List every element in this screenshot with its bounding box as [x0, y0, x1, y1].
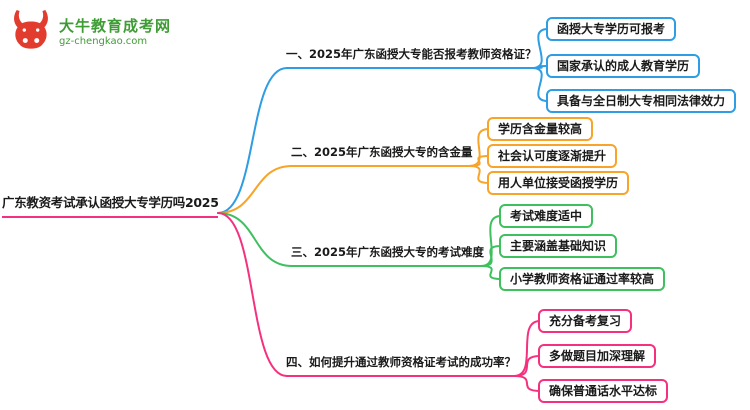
branch-3-subtopic-2: 主要涵盖基础知识: [499, 234, 618, 258]
logo-bull-icon: [10, 8, 52, 58]
branch-2-subtopic-2: 社会认可度逐渐提升: [487, 144, 618, 168]
branch-1-subtopic-3: 具备与全日制大专相同法律效力: [546, 89, 737, 113]
logo-title: 大牛教育成考网: [59, 17, 172, 36]
root-topic: 广东教资考试承认函授大专学历吗2025: [2, 192, 219, 218]
branch-4-subtopic-2: 多做题目加深理解: [538, 344, 657, 368]
branch-4-topic: 四、如何提升通过教师资格证考试的成功率？: [286, 354, 516, 377]
branch-3-topic: 三、2025年广东函授大专的考试难度: [291, 244, 484, 267]
logo: 大牛教育成考网 gz-chengkao.com: [10, 8, 171, 58]
branch-2-topic: 二、2025年广东函授大专的含金量: [291, 144, 473, 167]
branch-3-subtopic-3: 小学教师资格证通过率较高: [499, 267, 666, 291]
branch-3-subtopic-1: 考试难度适中: [499, 204, 594, 228]
branch-2-subtopic-3: 用人单位接受函授学历: [487, 171, 630, 195]
branch-1-topic: 一、2025年广东函授大专能否报考教师资格证？: [286, 46, 537, 69]
branch-4-subtopic-3: 确保普通话水平达标: [538, 379, 669, 403]
logo-url: gz-chengkao.com: [59, 36, 148, 48]
branch-4-subtopic-1: 充分备考复习: [538, 309, 633, 333]
branch-1-subtopic-1: 函授大专学历可报考: [546, 17, 677, 41]
branch-2-subtopic-1: 学历含金量较高: [487, 117, 594, 141]
branch-1-subtopic-2: 国家承认的成人教育学历: [546, 54, 701, 78]
